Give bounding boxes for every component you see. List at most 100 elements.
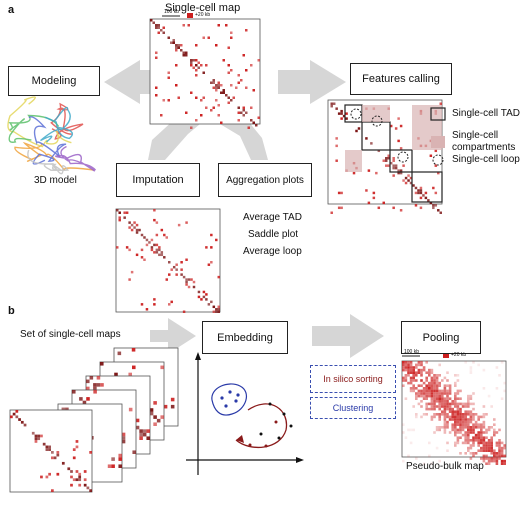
contact-pixel: [197, 290, 201, 294]
contact-pixel: [433, 397, 436, 400]
contact-pixel: [428, 371, 431, 374]
compartment-box: [345, 150, 362, 172]
contact-pixel: [422, 413, 426, 416]
contact-pixel: [498, 449, 501, 452]
contact-pixel: [430, 392, 434, 395]
contact-pixel: [467, 449, 470, 452]
contact-pixel: [415, 371, 418, 374]
contact-pixel: [128, 226, 131, 229]
contact-pixel: [187, 278, 191, 281]
contact-pixel: [422, 392, 426, 395]
contact-pixel: [461, 423, 465, 426]
contact-pixel: [155, 243, 159, 247]
contact-pixel: [493, 433, 496, 437]
contact-pixel: [472, 418, 475, 421]
contact-pixel: [409, 379, 413, 382]
contact-pixel: [417, 363, 421, 367]
contact-pixel: [448, 415, 452, 419]
contact-pixel: [392, 206, 395, 210]
chromatin-strand: [27, 149, 70, 175]
contact-pixel: [415, 363, 418, 367]
contact-pixel: [443, 387, 447, 390]
contact-pixel: [139, 432, 143, 437]
contact-pixel: [37, 434, 41, 438]
contact-pixel: [443, 418, 447, 421]
contact-pixel: [500, 446, 504, 450]
contact-pixel: [428, 441, 431, 445]
contact-pixel: [202, 71, 205, 74]
contact-pixel: [330, 102, 333, 105]
contact-pixel: [75, 470, 79, 473]
contact-pixel: [132, 365, 136, 370]
contact-pixel: [153, 298, 156, 301]
contact-pixel: [48, 445, 51, 449]
contact-pixel: [430, 389, 434, 393]
contact-pixel: [142, 432, 147, 437]
clustering-box: Clustering: [310, 397, 396, 419]
contact-pixel: [51, 456, 54, 460]
contact-pixel: [165, 236, 168, 239]
contact-pixel: [498, 428, 501, 432]
contact-pixel: [435, 379, 439, 382]
contact-pixel: [487, 394, 491, 398]
contact-pixel: [430, 400, 434, 403]
contact-pixel: [242, 106, 245, 109]
contact-pixel: [464, 418, 467, 421]
contact-pixel: [172, 41, 175, 44]
contact-pixel: [210, 300, 213, 304]
contact-pixel: [118, 464, 122, 468]
contact-pixel: [56, 472, 60, 476]
contact-pixel: [487, 444, 491, 447]
contact-pixel: [345, 112, 348, 115]
contact-pixel: [454, 444, 457, 447]
contact-pixel: [430, 371, 434, 374]
contact-pixel: [459, 426, 462, 429]
contact-pixel: [167, 76, 170, 79]
contact-pixel: [177, 46, 180, 49]
contact-pixel: [485, 446, 488, 450]
contact-pixel: [474, 433, 478, 437]
contact-pixel: [168, 273, 171, 276]
contact-pixel: [200, 298, 203, 301]
contact-pixel: [389, 124, 393, 128]
contact-pixel: [392, 174, 395, 177]
contact-pixel: [217, 24, 220, 27]
contact-pixel: [451, 428, 454, 432]
contact-pixel: [48, 448, 51, 451]
contact-pixel: [143, 258, 146, 261]
aggregation-item-2: Saddle plot: [248, 229, 299, 240]
contact-pixel: [207, 303, 211, 306]
contact-pixel: [177, 223, 181, 227]
contact-pixel: [78, 475, 82, 479]
contact-pixel: [210, 233, 213, 237]
contact-pixel: [456, 410, 460, 413]
compartment-box: [412, 105, 442, 122]
contact-pixel: [490, 426, 493, 429]
contact-pixel: [153, 415, 157, 419]
bulk-scale-label: 100 kb: [404, 349, 420, 355]
contact-pixel: [425, 361, 428, 364]
contact-pixel: [474, 423, 478, 426]
contact-pixel: [135, 418, 140, 423]
contact-pixel: [215, 99, 218, 102]
contact-pixel: [446, 389, 449, 393]
contact-pixel: [443, 407, 447, 411]
contact-pixel: [123, 211, 126, 214]
contact-pixel: [227, 46, 230, 49]
contact-pixel: [155, 251, 159, 254]
contact-pixel: [78, 483, 82, 487]
contact-pixel: [495, 457, 499, 460]
contact-pixel: [487, 428, 491, 432]
contact-pixel: [114, 372, 118, 377]
contact-pixel: [482, 415, 486, 419]
legend-compartments-label: Single-cell compartments: [452, 130, 516, 153]
contact-pixel: [433, 402, 436, 406]
contact-pixel: [480, 446, 483, 450]
contact-pixel: [467, 436, 470, 439]
contact-pixel: [125, 246, 129, 249]
contact-pixel: [125, 211, 129, 214]
contact-pixel: [409, 381, 413, 385]
contact-pixel: [482, 446, 486, 450]
contact-pixel: [430, 397, 434, 400]
contact-pixel: [474, 413, 478, 416]
